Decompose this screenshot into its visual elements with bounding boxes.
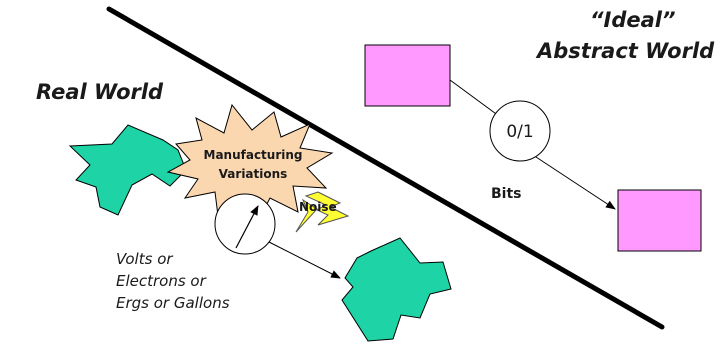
world-divider-line <box>106 6 665 330</box>
noise-label: Noise <box>299 200 337 214</box>
burst-label-line2: Variations <box>219 167 288 181</box>
noise-lightning-bolt-icon <box>304 191 350 226</box>
ideal-world-title-line2: Abstract World <box>535 39 715 63</box>
abstract-bottom-box <box>617 189 702 252</box>
bit-node <box>489 100 551 162</box>
analog-label-line3: Ergs or Gallons <box>116 294 230 312</box>
real-object-left <box>68 124 187 216</box>
bit-to-bottom-box-arrow <box>535 156 616 210</box>
analog-label-line1: Volts or <box>116 250 173 268</box>
analog-label-line2: Electrons or <box>116 272 207 290</box>
gauge-to-object-arrow <box>268 241 341 279</box>
ideal-world-title-line1: “Ideal” <box>590 8 676 32</box>
bit-node-label: 0/1 <box>506 122 533 142</box>
real-object-bottom <box>341 237 452 342</box>
noise-bolt-tail <box>295 198 318 233</box>
manufacturing-variations-burst <box>166 103 334 222</box>
burst-label-line1: Manufacturing <box>204 148 303 162</box>
gauge-needle <box>235 205 259 249</box>
abstract-top-box <box>364 44 451 107</box>
bits-label: Bits <box>491 186 522 202</box>
top-box-to-bit-connector <box>449 79 504 120</box>
gauge-circle <box>214 193 276 255</box>
real-world-title: Real World <box>36 80 164 104</box>
